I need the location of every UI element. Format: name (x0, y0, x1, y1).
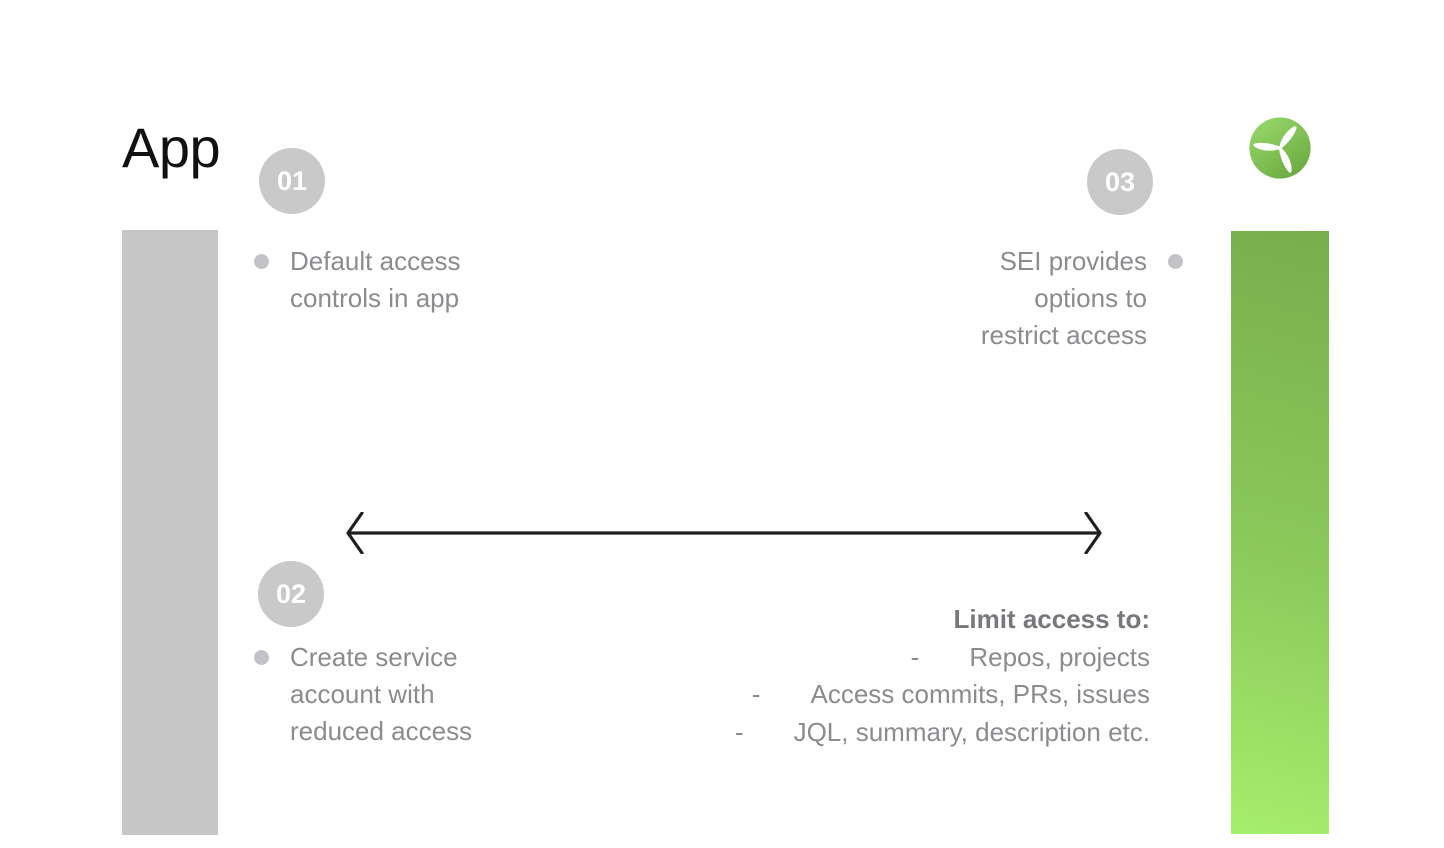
step-line: Create service (290, 642, 458, 672)
sei-logo (1245, 113, 1315, 183)
step-badge-2: 02 (258, 561, 324, 627)
list-item: - Repos, projects (735, 639, 1150, 677)
list-item: - Access commits, PRs, issues (735, 676, 1150, 714)
double-arrow-icon (346, 512, 1102, 554)
bullet-icon (254, 254, 269, 269)
list-item: - JQL, summary, description etc. (735, 714, 1150, 752)
bullet-icon (254, 650, 269, 665)
step-text-2: Create service account with reduced acce… (254, 639, 472, 750)
step-line: SEI provides (999, 246, 1147, 276)
step-badge-3: 03 (1087, 149, 1153, 215)
step-line: account with (290, 679, 435, 709)
step-line: options to (1034, 283, 1147, 313)
step-text-lines: SEI provides options to restrict access (981, 243, 1147, 354)
step-text-lines: Create service account with reduced acce… (290, 639, 472, 750)
list-dash: - (734, 716, 744, 747)
step-number: 02 (275, 578, 307, 609)
sei-column-bar (1231, 231, 1329, 834)
list-dash: - (910, 641, 920, 672)
list-item-text: Access commits, PRs, issues (810, 679, 1150, 709)
bullet-icon (1168, 254, 1183, 269)
step-number: 03 (1104, 166, 1136, 197)
step-text-3: SEI provides options to restrict access (981, 243, 1183, 354)
limit-access-heading: Limit access to: (953, 604, 1150, 634)
step-line: restrict access (980, 320, 1147, 350)
step-line: reduced access (290, 716, 473, 746)
step-number: 01 (276, 165, 308, 196)
step-line: controls in app (290, 283, 460, 313)
list-item-text: JQL, summary, description etc. (793, 716, 1150, 747)
list-dash: - (751, 679, 761, 709)
list-item-text: Repos, projects (969, 641, 1150, 672)
propeller-icon (1249, 117, 1311, 179)
app-column-bar (122, 230, 218, 835)
step-text-lines: Default access controls in app (290, 243, 461, 317)
page-title: App (122, 116, 221, 179)
limit-access-list: Limit access to: - Repos, projects - Acc… (735, 601, 1150, 751)
step-text-1: Default access controls in app (254, 243, 461, 317)
step-badge-1: 01 (259, 148, 325, 214)
step-line: Default access (290, 246, 461, 276)
